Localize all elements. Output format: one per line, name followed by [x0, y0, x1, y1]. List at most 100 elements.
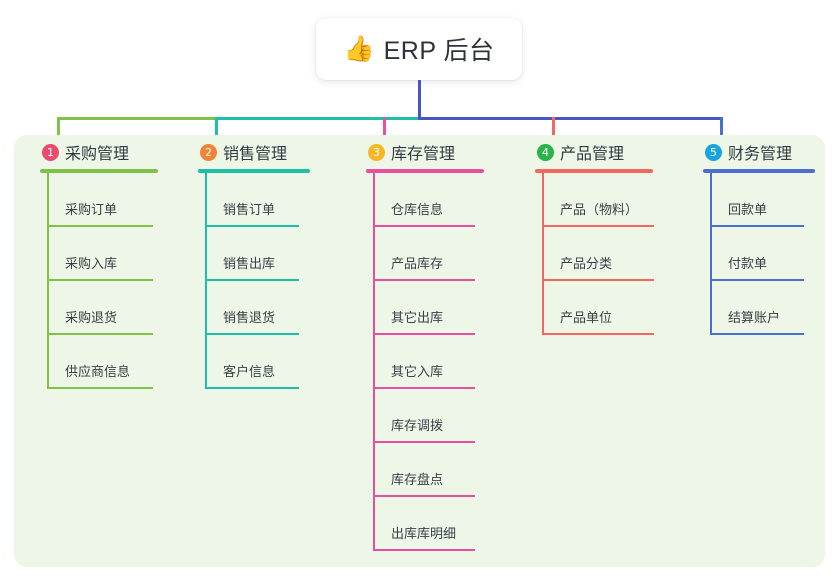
- branch-header-1[interactable]: 1 采购管理: [40, 135, 158, 169]
- branch-number-badge: 1: [42, 143, 59, 161]
- list-item-label: 其它入库: [391, 364, 444, 379]
- bus-segment-right: [418, 117, 723, 120]
- list-item-rule: [47, 279, 153, 281]
- branch-title: 财务管理: [728, 146, 793, 163]
- list-item-rule: [542, 225, 654, 227]
- bus-segment-left: [57, 117, 218, 120]
- branch-header-3[interactable]: 3 库存管理: [366, 135, 484, 169]
- branch-number-badge: 4: [537, 143, 554, 161]
- list-item[interactable]: 产品（物料）: [542, 173, 654, 227]
- list-item-rule: [205, 225, 299, 227]
- branch-column-2: 2 销售管理销售订单销售出库销售退货客户信息: [198, 135, 310, 389]
- list-item[interactable]: 产品分类: [542, 227, 654, 281]
- branch-drop-line-2: [215, 117, 218, 140]
- list-item[interactable]: 其它入库: [373, 335, 484, 389]
- branch-column-1: 1 采购管理采购订单采购入库采购退货供应商信息: [40, 135, 158, 389]
- branch-items-4: 产品（物料） 产品分类产品单位: [542, 173, 654, 335]
- list-item-rule: [542, 279, 654, 281]
- branch-header-rule: [366, 169, 484, 173]
- list-item-label: 产品分类: [560, 256, 613, 271]
- list-item[interactable]: 仓库信息: [373, 173, 484, 227]
- list-item[interactable]: 付款单: [710, 227, 815, 281]
- list-item[interactable]: 产品单位: [542, 281, 654, 335]
- list-item-label: 客户信息: [223, 364, 276, 379]
- list-item-label: 结算账户: [728, 310, 781, 325]
- list-item-label: 付款单: [728, 256, 768, 271]
- list-item[interactable]: 销售退货: [205, 281, 310, 335]
- branch-title: 采购管理: [65, 146, 130, 163]
- branch-number-badge: 5: [705, 143, 722, 161]
- list-item-label: 采购退货: [65, 310, 118, 325]
- list-item-label: 销售订单: [223, 202, 276, 217]
- list-item[interactable]: 其它出库: [373, 281, 484, 335]
- list-item[interactable]: 销售出库: [205, 227, 310, 281]
- list-item-label: 产品单位: [560, 310, 613, 325]
- list-item[interactable]: 采购入库: [47, 227, 158, 281]
- list-item[interactable]: 采购订单: [47, 173, 158, 227]
- branch-title: 销售管理: [223, 146, 288, 163]
- branch-header-rule: [703, 169, 815, 173]
- branches-panel: 1 采购管理采购订单采购入库采购退货供应商信息 2 销售管理销售订单销售出库销售退货客…: [14, 135, 825, 567]
- branch-header-rule: [40, 169, 158, 173]
- list-item-label: 出库库明细: [391, 526, 457, 541]
- bus-segment-mid: [215, 117, 421, 120]
- list-item-label: 产品（物料）: [560, 202, 639, 217]
- list-item-rule: [710, 333, 804, 335]
- list-item-rule: [373, 549, 475, 551]
- branch-drop-line-3: [383, 117, 386, 140]
- root-stem: [418, 80, 421, 120]
- list-item-rule: [205, 279, 299, 281]
- branch-number-badge: 3: [368, 143, 385, 161]
- list-item-rule: [205, 333, 299, 335]
- list-item-rule: [47, 333, 153, 335]
- branch-header-5[interactable]: 5 财务管理: [703, 135, 815, 169]
- branch-title: 库存管理: [391, 146, 456, 163]
- branch-header-2[interactable]: 2 销售管理: [198, 135, 310, 169]
- branch-spine: [205, 173, 207, 389]
- branch-items-5: 回款单付款单结算账户: [710, 173, 815, 335]
- list-item[interactable]: 供应商信息: [47, 335, 158, 389]
- list-item-label: 销售退货: [223, 310, 276, 325]
- list-item-label: 库存调拨: [391, 418, 444, 433]
- list-item-label: 回款单: [728, 202, 768, 217]
- branch-items-2: 销售订单销售出库销售退货客户信息: [205, 173, 310, 389]
- list-item-rule: [710, 225, 804, 227]
- list-item-rule: [542, 333, 654, 335]
- list-item-rule: [373, 387, 475, 389]
- list-item[interactable]: 结算账户: [710, 281, 815, 335]
- list-item[interactable]: 产品库存: [373, 227, 484, 281]
- branch-drop-line-1: [57, 117, 60, 140]
- list-item-label: 其它出库: [391, 310, 444, 325]
- branch-drop-line-4: [552, 117, 555, 140]
- branch-items-3: 仓库信息产品库存其它出库其它入库库存调拨库存盘点出库库明细: [373, 173, 484, 551]
- list-item-rule: [373, 333, 475, 335]
- list-item-label: 采购订单: [65, 202, 118, 217]
- root-node[interactable]: 👍 ERP 后台: [316, 18, 522, 80]
- list-item[interactable]: 采购退货: [47, 281, 158, 335]
- root-node-title: ERP 后台: [383, 37, 495, 65]
- branch-header-4[interactable]: 4 产品管理: [535, 135, 653, 169]
- list-item[interactable]: 客户信息: [205, 335, 310, 389]
- list-item-rule: [205, 387, 299, 389]
- branch-drop-line-5: [720, 117, 723, 140]
- list-item[interactable]: 出库库明细: [373, 497, 484, 551]
- list-item-rule: [373, 279, 475, 281]
- list-item-label: 采购入库: [65, 256, 118, 271]
- list-item[interactable]: 回款单: [710, 173, 815, 227]
- list-item[interactable]: 库存盘点: [373, 443, 484, 497]
- list-item-rule: [710, 279, 804, 281]
- branch-spine: [542, 173, 544, 335]
- list-item-rule: [47, 387, 153, 389]
- branch-spine: [373, 173, 375, 551]
- branch-column-3: 3 库存管理仓库信息产品库存其它出库其它入库库存调拨库存盘点出库库明细: [366, 135, 484, 551]
- branch-header-rule: [535, 169, 653, 173]
- branch-number-badge: 2: [200, 143, 217, 161]
- list-item[interactable]: 销售订单: [205, 173, 310, 227]
- list-item-label: 库存盘点: [391, 472, 444, 487]
- list-item[interactable]: 库存调拨: [373, 389, 484, 443]
- list-item-rule: [47, 225, 153, 227]
- list-item-label: 销售出库: [223, 256, 276, 271]
- branch-items-1: 采购订单采购入库采购退货供应商信息: [47, 173, 158, 389]
- branch-title: 产品管理: [560, 146, 625, 163]
